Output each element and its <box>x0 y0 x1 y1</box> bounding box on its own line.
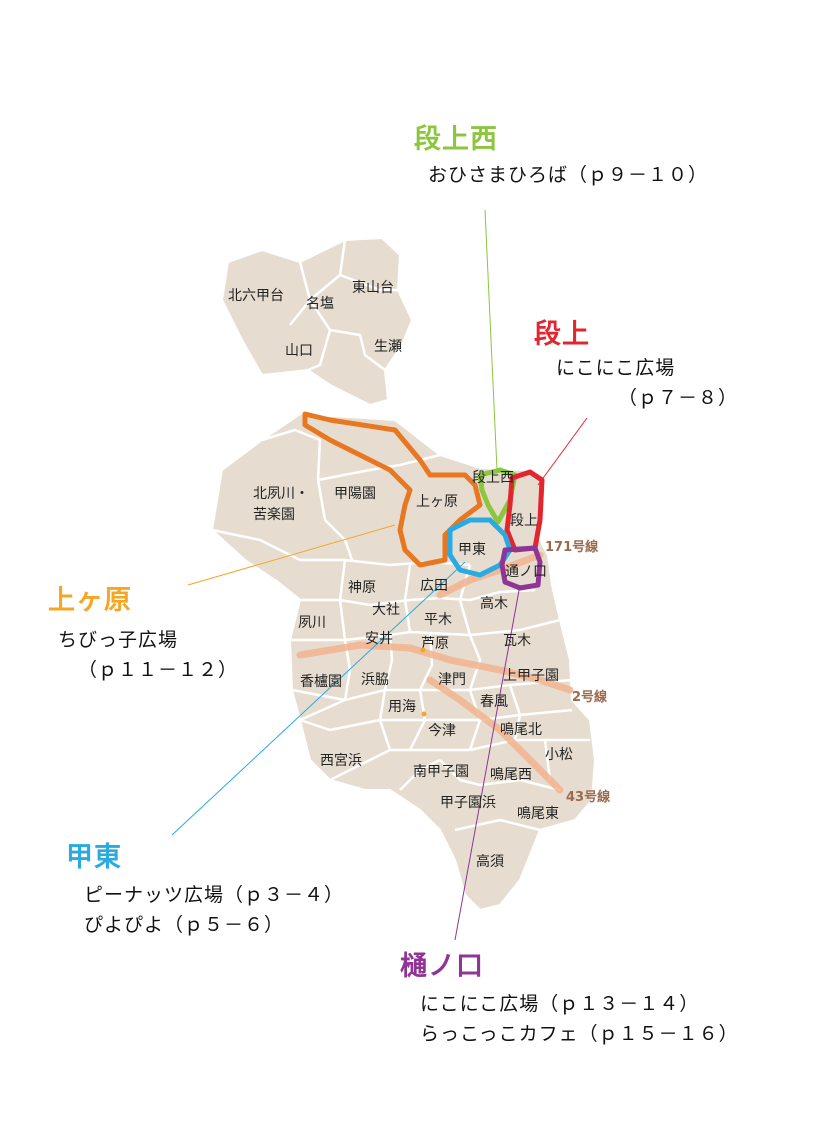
district-label-shukugawa: 夙川 <box>298 615 326 631</box>
district-label-yoka: 用海 <box>388 699 416 715</box>
leader-koto <box>171 561 466 836</box>
callout-hinokuchi-title: 樋ノ口 <box>400 951 484 982</box>
callout-uegahara-line1: ちびっ子広場 <box>58 629 179 651</box>
leader-dangame <box>537 417 588 486</box>
callout-hinokuchi-line1: にこにこ広場（ｐ１３－１４） <box>420 993 700 1015</box>
district-label-komatsu: 小松 <box>545 747 573 763</box>
district-label-nashio: 名塩 <box>306 296 334 312</box>
district-label-nishinomiyahama: 西宮浜 <box>320 753 362 769</box>
station-dot-yoka <box>421 711 427 717</box>
district-label-kamikoshien: 上甲子園 <box>503 668 559 684</box>
south-landmass <box>210 412 597 912</box>
callout-dangame-title: 段上 <box>534 319 590 350</box>
dangamenishi-outline <box>477 467 518 525</box>
district-label-oyashiro: 大社 <box>372 602 400 618</box>
district-label-naruokita: 鳴尾北 <box>500 722 542 738</box>
district-label-imazu: 今津 <box>428 723 456 739</box>
station-dot-ashihara <box>420 647 426 653</box>
callout-dangame-line2: （ｐ７－８） <box>618 387 739 409</box>
district-label-minamikoshien: 南甲子園 <box>413 764 469 780</box>
district-label-naruohigashi: 鳴尾東 <box>517 806 559 822</box>
leader-dangamenishi <box>484 209 498 471</box>
callout-hinokuchi-line2: らっこっこカフェ（ｐ１５－１６） <box>420 1023 739 1045</box>
leader-hinokuchi <box>454 584 521 941</box>
district-label-kitashukugawa: 北夙川・ <box>253 486 309 502</box>
district-label-jinbara: 神原 <box>348 580 376 596</box>
district-label-kaminokuchien: 香櫨園 <box>300 674 342 690</box>
uegahara-outline <box>302 411 483 568</box>
leader-uegahara <box>187 524 396 586</box>
callout-uegahara: 上ヶ原 ちびっ子広場 （ｐ１１－１２） <box>48 578 238 685</box>
district-label-hiragi: 平木 <box>424 612 452 628</box>
callout-koto-line1: ピーナッツ広場（ｐ３－４） <box>84 884 345 906</box>
route-2-road <box>296 641 574 694</box>
district-label-uegahara: 上ヶ原 <box>416 494 458 510</box>
district-label-dangame: 段上 <box>510 513 538 529</box>
road-label-43: 43号線 <box>566 789 611 805</box>
district-label-kurakuen: 苦楽園 <box>253 507 295 523</box>
callout-dangamenishi-title: 段上西 <box>414 124 498 155</box>
callout-koto-line2: ぴよぴよ（ｐ５－６） <box>84 914 285 936</box>
district-label-koyoen: 甲陽園 <box>334 486 376 502</box>
district-label-higashiyamadai: 東山台 <box>352 280 394 296</box>
district-label-kawaragi: 瓦木 <box>503 633 531 649</box>
road-label-171: 171号線 <box>545 539 599 555</box>
north-landmass <box>220 236 414 407</box>
district-label-dangamenishi: 段上西 <box>472 470 514 486</box>
district-label-ashihara: 芦原 <box>421 636 449 652</box>
district-label-tsuto: 津門 <box>438 672 466 688</box>
callout-koto-title: 甲東 <box>66 842 122 873</box>
district-label-naruonishi: 鳴尾西 <box>490 767 532 783</box>
district-label-kitarokkodai: 北六甲台 <box>228 288 284 304</box>
district-label-hinokuchi: 通ノ口 <box>505 564 547 580</box>
district-label-namaze: 生瀬 <box>374 339 402 355</box>
district-label-harukaze: 春風 <box>480 694 508 710</box>
callout-uegahara-title: 上ヶ原 <box>48 585 132 616</box>
road-label-2: 2号線 <box>572 689 608 705</box>
district-label-yasui: 安井 <box>365 631 393 647</box>
route-43-road <box>426 676 564 794</box>
callout-dangamenishi: 段上西 おひさまひろば（ｐ９－１０） <box>414 117 708 190</box>
district-label-takasu: 高須 <box>476 853 504 870</box>
district-label-hamawaki: 浜脇 <box>361 672 389 688</box>
callout-dangamenishi-line1: おひさまひろば（ｐ９－１０） <box>428 164 709 186</box>
district-label-yamaguchi: 山口 <box>285 343 313 359</box>
district-label-takagi: 高木 <box>480 595 508 612</box>
callout-dangame-line1: にこにこ広場 <box>556 357 676 379</box>
callout-dangame: 段上 にこにこ広場 （ｐ７－８） <box>534 312 738 413</box>
callout-hinokuchi: 樋ノ口 にこにこ広場（ｐ１３－１４） らっこっこカフェ（ｐ１５－１６） <box>400 944 739 1049</box>
district-label-hirota: 広田 <box>420 578 448 594</box>
callout-uegahara-line2: （ｐ１１－１２） <box>78 659 239 681</box>
callout-koto: 甲東 ピーナッツ広場（ｐ３－４） ぴよぴよ（ｐ５－６） <box>66 835 344 940</box>
district-label-koshienhama: 甲子園浜 <box>440 795 496 811</box>
district-label-koto: 甲東 <box>458 542 486 558</box>
hinokuchi-outline <box>499 545 543 591</box>
